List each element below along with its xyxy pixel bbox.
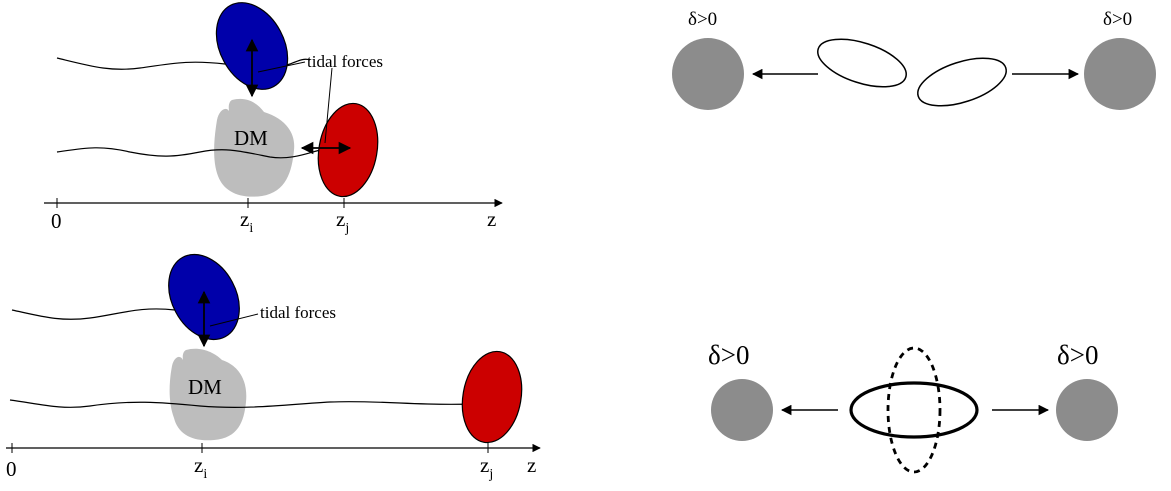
overdensity-left (711, 379, 773, 441)
zj-label: zj (480, 453, 493, 482)
red-galaxy (461, 350, 523, 444)
overdensity-left (672, 38, 744, 110)
axis-zero-label: 0 (51, 209, 62, 233)
axis-variable-label: z (487, 207, 496, 231)
axis-zero-label: 0 (6, 457, 17, 481)
overdensity-label-left: δ>0 (708, 340, 749, 370)
stretched-galaxy (849, 381, 979, 439)
red-galaxy (317, 102, 379, 198)
dm-halo (169, 348, 247, 441)
tidal-forces-label: tidal forces (260, 303, 336, 322)
tidal-forces-label: tidal forces (307, 52, 383, 71)
aligned-galaxy-left (817, 38, 907, 88)
dm-halo (214, 98, 295, 197)
overdensity-label-left: δ>0 (688, 9, 717, 30)
tidal-leader (209, 313, 259, 327)
aligned-galaxy-right (917, 57, 1007, 107)
line-of-sight-lower (56, 147, 321, 159)
overdensity-right (1084, 38, 1156, 110)
panel-top-left: DM tidal forces 0 zi zj z (44, 2, 503, 236)
dm-label: DM (234, 126, 268, 150)
line-of-sight-upper (56, 57, 311, 70)
axis-variable-label: z (527, 453, 536, 477)
line-of-sight-lower (9, 399, 471, 408)
panel-bottom-right: δ>0 δ>0 (708, 340, 1118, 474)
zj-label: zj (336, 207, 349, 236)
unperturbed-galaxy-dashed (886, 346, 942, 474)
tidal-leader-2 (324, 67, 333, 144)
overdensity-label-right: δ>0 (1103, 9, 1132, 30)
zi-label: zi (194, 453, 207, 482)
zi-label: zi (240, 207, 253, 236)
panel-top-right: δ>0 δ>0 (672, 9, 1156, 110)
dm-label: DM (188, 375, 222, 399)
overdensity-label-right: δ>0 (1057, 340, 1098, 370)
tidal-leader-1 (257, 61, 306, 73)
panel-bottom-left: DM tidal forces 0 zi zj z (6, 253, 541, 482)
overdensity-right (1056, 379, 1118, 441)
